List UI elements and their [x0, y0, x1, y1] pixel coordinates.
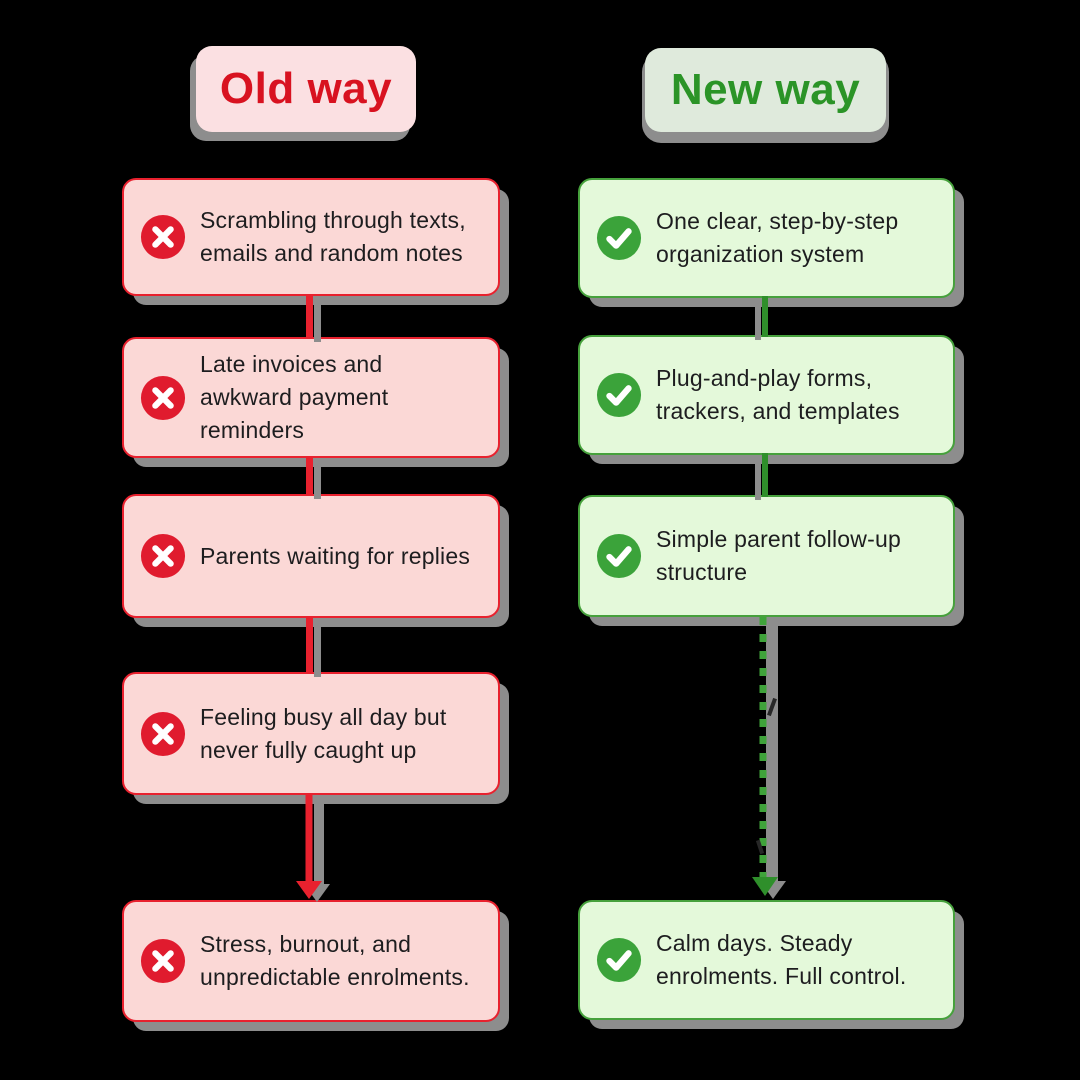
x-circle-icon: [140, 711, 186, 756]
old-way-step-1: Scrambling through texts, emails and ran…: [122, 178, 500, 296]
step-text: Scrambling through texts, emails and ran…: [200, 207, 466, 266]
new-way-title: New way: [645, 48, 886, 132]
old-way-step-5: Stress, burnout, and unpredictable enrol…: [122, 900, 500, 1022]
step-text: Plug-and-play forms, trackers, and templ…: [656, 365, 900, 424]
new-connector-1: [762, 296, 768, 337]
old-way-title: Old way: [196, 46, 416, 132]
old-arrow-down-icon: [296, 793, 330, 902]
new-way-step-4: Calm days. Steady enrolments. Full contr…: [578, 900, 955, 1020]
step-text: Simple parent follow-up structure: [656, 526, 901, 585]
step-text: Stress, burnout, and unpredictable enrol…: [200, 931, 470, 990]
old-connector-2: [306, 457, 313, 496]
step-text: One clear, step-by-step organization sys…: [656, 208, 899, 267]
x-circle-icon: [140, 214, 186, 260]
old-connector-3: [306, 617, 313, 674]
x-circle-icon: [140, 533, 186, 579]
step-text: Late invoices and awkward payment remind…: [200, 351, 389, 443]
check-circle-icon: [596, 215, 642, 261]
old-way-step-2: Late invoices and awkward payment remind…: [122, 337, 500, 458]
new-way-step-3: Simple parent follow-up structure: [578, 495, 955, 617]
x-circle-icon: [140, 938, 186, 984]
step-text: Parents waiting for replies: [200, 542, 471, 569]
x-circle-icon: [140, 375, 186, 420]
new-way-step-2: Plug-and-play forms, trackers, and templ…: [578, 335, 955, 455]
old-way-step-4: Feeling busy all day but never fully cau…: [122, 672, 500, 795]
step-text: Feeling busy all day but never fully cau…: [200, 703, 447, 763]
old-way-step-3: Parents waiting for replies: [122, 494, 500, 618]
new-dotted-arrow-down-icon: [752, 617, 786, 899]
new-way-step-1: One clear, step-by-step organization sys…: [578, 178, 955, 298]
check-circle-icon: [596, 372, 642, 418]
new-connector-2: [762, 453, 768, 497]
check-circle-icon: [596, 533, 642, 579]
step-text: Calm days. Steady enrolments. Full contr…: [656, 930, 907, 989]
check-circle-icon: [596, 937, 642, 983]
old-connector-1: [306, 294, 313, 339]
